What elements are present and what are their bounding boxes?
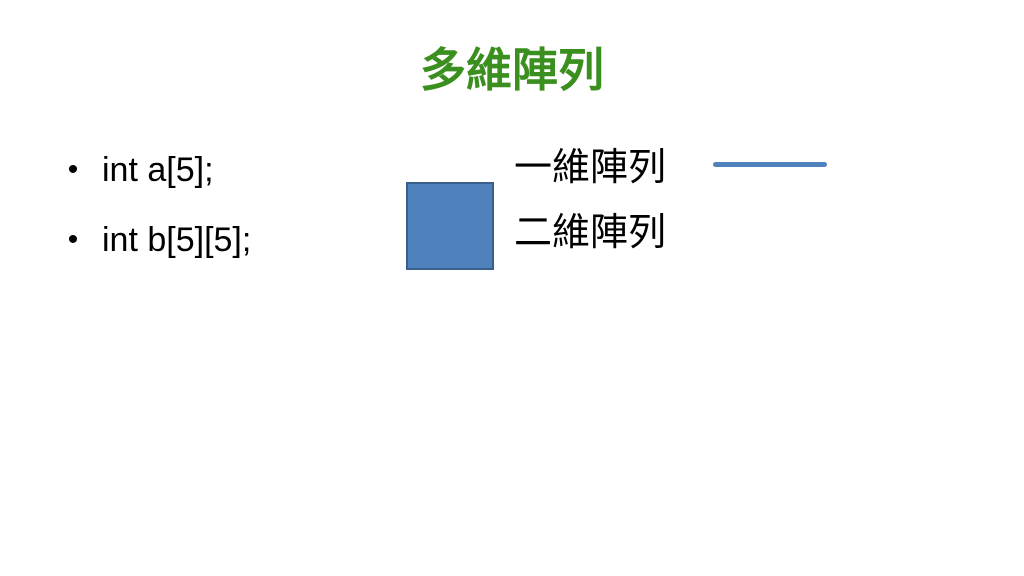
bullet-dot: • <box>67 153 79 186</box>
one-d-line-shape <box>713 162 827 167</box>
one-d-array-label: 一維陣列 <box>514 145 667 189</box>
two-d-array-label: 二維陣列 <box>514 210 667 254</box>
bullet-text: int a[5]; <box>102 151 214 189</box>
bullet-dot: • <box>67 223 79 256</box>
bullet-item-1d-declaration: • int a[5]; <box>60 143 251 213</box>
bullet-list: • int a[5]; • int b[5][5]; <box>60 143 252 283</box>
bullet-item-2d-declaration: • int b[5][5]; <box>60 213 252 283</box>
bullet-text: int b[5][5]; <box>102 221 252 259</box>
two-d-square-shape <box>406 182 494 270</box>
slide-title: 多維陣列 <box>420 43 604 97</box>
